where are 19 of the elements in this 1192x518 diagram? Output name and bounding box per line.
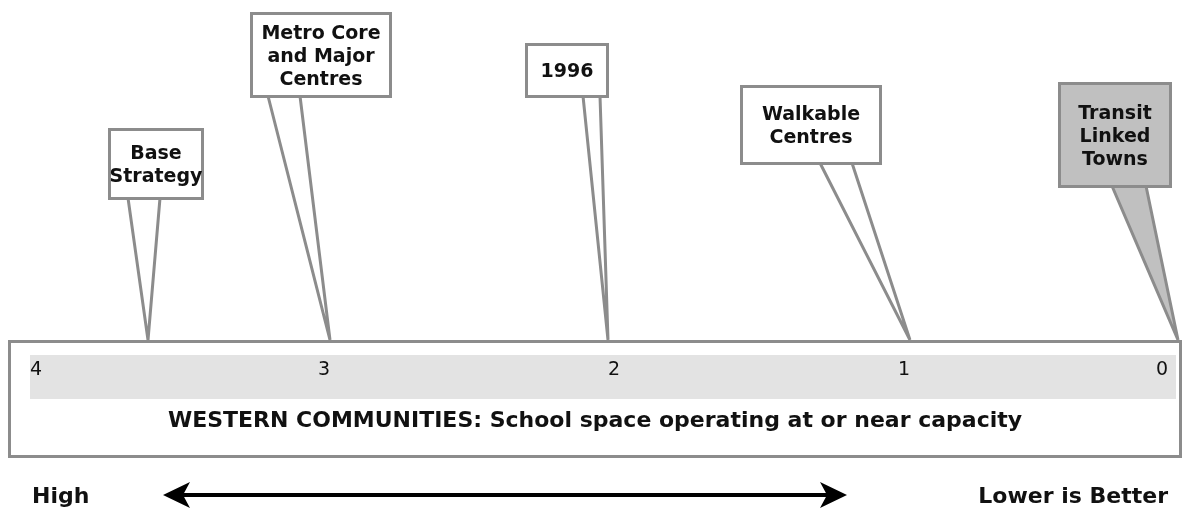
- scale-number: 1: [898, 357, 911, 379]
- axis-end-label: Lower is Better: [978, 483, 1168, 508]
- callout-text: Base Strategy: [109, 141, 203, 187]
- callout-text: Transit Linked Towns: [1077, 100, 1153, 170]
- scale-number: 4: [30, 357, 43, 379]
- axis-end-label: High: [32, 483, 90, 508]
- scale-number: 3: [318, 357, 331, 379]
- callout-text: Walkable Centres: [760, 102, 862, 148]
- scale-heading: WESTERN COMMUNITIES: School space operating at or near capacity: [166, 407, 1024, 432]
- callout-text: 1996: [540, 59, 594, 82]
- scale-number: 2: [608, 357, 621, 379]
- scale-number: 0: [1156, 357, 1169, 379]
- callout-box: [740, 85, 882, 165]
- callout-box: [525, 43, 609, 98]
- callout-box: [1058, 82, 1172, 188]
- callout-box: [250, 12, 392, 98]
- callout-box: [108, 128, 204, 200]
- callout-text: Metro Core and Major Centres: [260, 20, 382, 90]
- scale-panel: [8, 340, 1182, 458]
